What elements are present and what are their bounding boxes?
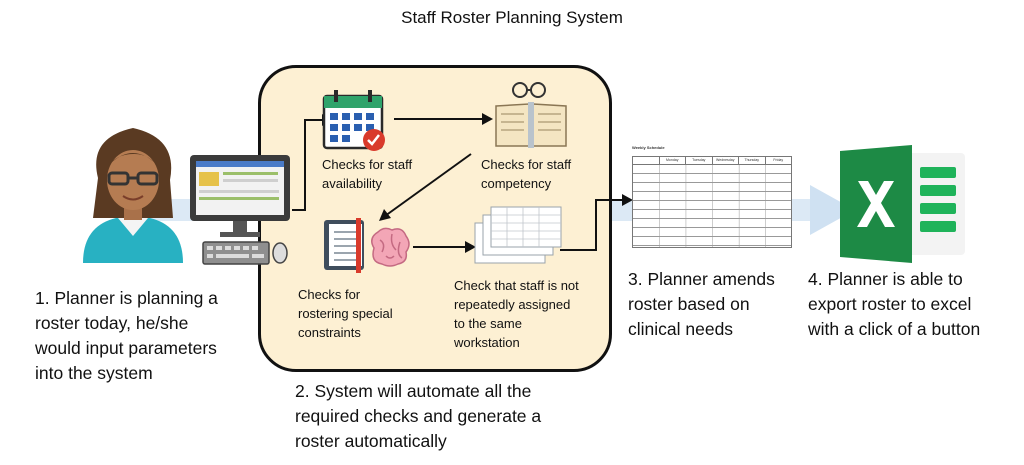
check-constraints-line-3: constraints bbox=[298, 325, 361, 340]
notebook-icon bbox=[324, 218, 364, 273]
check-availability-line-1: Checks for staff bbox=[322, 157, 413, 172]
step-3-line-3: clinical needs bbox=[628, 319, 734, 339]
check-constraints-line-1: Checks for bbox=[298, 287, 361, 302]
check-availability-label: Checks for staff availability bbox=[322, 155, 412, 193]
check-workstation-line-2: repeatedly assigned bbox=[454, 297, 571, 312]
check-availability-line-2: availability bbox=[322, 176, 382, 191]
brain-icon bbox=[371, 227, 410, 267]
step-1-line-1: 1. Planner is planning a bbox=[35, 288, 218, 308]
step-1-line-4: into the system bbox=[35, 363, 153, 383]
glasses-book-icon bbox=[495, 82, 567, 148]
step-4-line-1: 4. Planner is able to bbox=[808, 269, 963, 289]
roster-sheet-icon: Weekly Schedule Monday Tuesday Wednesday… bbox=[632, 145, 792, 255]
step-2-line-2: required checks and generate a bbox=[295, 406, 542, 426]
check-workstation-line-3: to the same bbox=[454, 316, 522, 331]
check-workstation-label: Check that staff is not repeatedly assig… bbox=[454, 276, 579, 352]
check-workstation-line-1: Check that staff is not bbox=[454, 278, 579, 293]
diagram-title: Staff Roster Planning System bbox=[401, 8, 623, 27]
check-competency-label: Checks for staff competency bbox=[481, 155, 571, 193]
step-1-line-2: roster today, he/she bbox=[35, 313, 189, 333]
check-competency-line-2: competency bbox=[481, 176, 552, 191]
step-4-line-3: with a click of a button bbox=[808, 319, 981, 339]
step-1-text: 1. Planner is planning a roster today, h… bbox=[35, 286, 218, 386]
roster-sheet-title: Weekly Schedule bbox=[632, 145, 665, 150]
roster-sheet-day: Wednesday bbox=[713, 157, 739, 164]
arrow-to-constraints bbox=[379, 153, 472, 221]
planner-avatar-icon bbox=[83, 128, 183, 263]
tables-icon bbox=[474, 206, 562, 264]
roster-sheet-header: Monday Tuesday Wednesday Thursday Friday bbox=[632, 156, 792, 165]
step-4-line-2: export roster to excel bbox=[808, 294, 972, 314]
step-1-line-3: would input parameters bbox=[35, 338, 217, 358]
step-2-line-1: 2. System will automate all the bbox=[295, 381, 532, 401]
roster-sheet-grid bbox=[632, 165, 792, 248]
check-constraints-line-2: rostering special bbox=[298, 306, 393, 321]
arrow-to-workstation bbox=[413, 241, 476, 253]
step-3-text: 3. Planner amends roster based on clinic… bbox=[628, 267, 775, 342]
step-2-line-3: roster automatically bbox=[295, 431, 447, 451]
check-workstation-line-4: workstation bbox=[454, 335, 520, 350]
step-3-line-2: roster based on bbox=[628, 294, 750, 314]
computer-icon bbox=[190, 155, 290, 265]
roster-sheet-blank-col bbox=[633, 157, 660, 164]
check-constraints-label: Checks for rostering special constraints bbox=[298, 285, 393, 342]
roster-sheet-day: Monday bbox=[660, 157, 686, 164]
step-4-text: 4. Planner is able to export roster to e… bbox=[808, 267, 980, 342]
roster-sheet-day: Thursday bbox=[739, 157, 766, 164]
check-competency-line-1: Checks for staff bbox=[481, 157, 572, 172]
excel-icon bbox=[840, 145, 965, 263]
roster-sheet-day: Tuesday bbox=[686, 157, 713, 164]
roster-sheet-day: Friday bbox=[773, 158, 784, 162]
arrow-to-competency bbox=[394, 113, 493, 125]
step-3-line-1: 3. Planner amends bbox=[628, 269, 775, 289]
connector-arrow-output bbox=[560, 194, 633, 251]
step-2-text: 2. System will automate all the required… bbox=[295, 379, 541, 454]
calendar-icon bbox=[322, 90, 385, 151]
